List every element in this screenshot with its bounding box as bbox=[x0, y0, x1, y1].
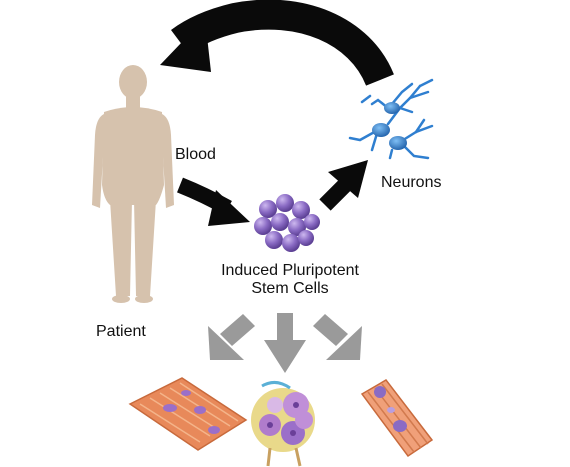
ipsc-to-neurons-arrow bbox=[319, 160, 368, 211]
skeletal-muscle-tissue-icon bbox=[360, 379, 434, 458]
stem-cell-cluster-icon bbox=[254, 194, 320, 252]
differentiation-arrows bbox=[208, 313, 362, 373]
patient-label: Patient bbox=[96, 323, 146, 340]
return-arrow bbox=[160, 0, 394, 87]
human-silhouette-icon bbox=[92, 65, 174, 303]
pancreatic-tissue-icon bbox=[251, 381, 315, 467]
blood-to-ipsc-arrow bbox=[177, 177, 250, 226]
neuron-cluster-icon bbox=[348, 78, 434, 160]
arrow-to-pancreas bbox=[264, 313, 306, 373]
arrow-to-cardiac bbox=[208, 314, 255, 360]
ipsc-label-line1: Induced Pluripotent bbox=[221, 262, 359, 279]
blood-label: Blood bbox=[175, 146, 216, 163]
neurons-label: Neurons bbox=[381, 174, 442, 191]
ipsc-label: Induced Pluripotent Stem Cells bbox=[170, 262, 410, 298]
arrow-to-muscle bbox=[313, 314, 362, 360]
ipsc-label-line2: Stem Cells bbox=[251, 280, 329, 297]
cardiac-muscle-tissue-icon bbox=[128, 377, 248, 451]
